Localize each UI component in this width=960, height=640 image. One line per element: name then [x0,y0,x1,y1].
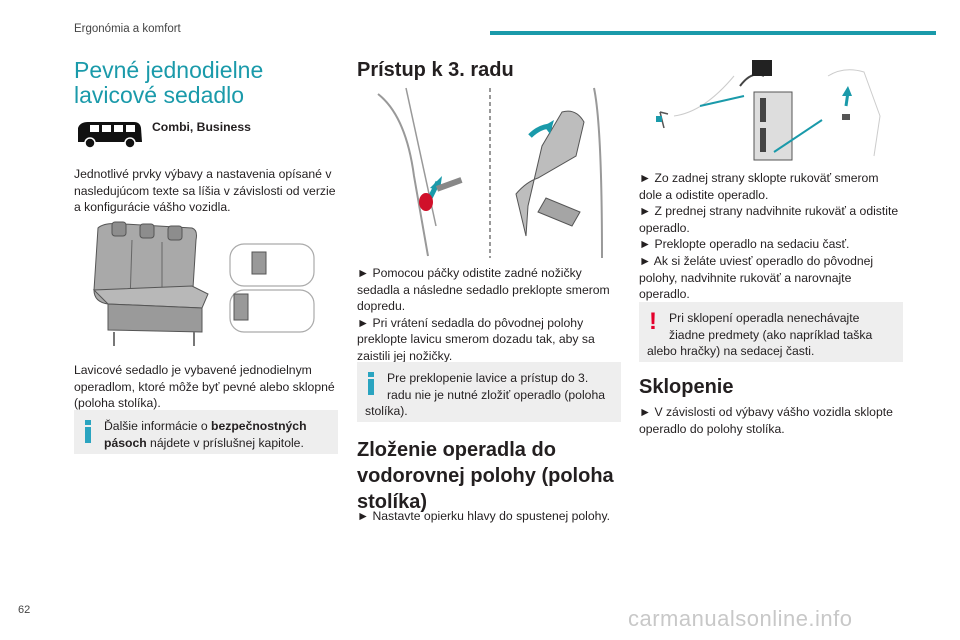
folding-step: ► V závislosti od výbavy vášho vozidla s… [639,405,893,436]
bench-seat-illustration [92,221,315,346]
column-1: Pevné jednodielne lavicové sedadlo [74,58,338,108]
section-title-folding: Sklopenie [639,376,734,398]
headrest-step: ► Nastavte opierku hlavy do spustenej po… [357,509,611,523]
page-number: 62 [18,604,31,616]
versions-label: Combi, Business [152,120,251,134]
section-title-3rd-row-access: Prístup k 3. radu [357,59,514,81]
van-icon [78,122,142,149]
info-note-fold: Pre preklopenie lavice a prístup do 3. r… [357,362,621,422]
info-note-seatbelts: Ďalšie informácie o bezpečnostných pásoc… [74,410,338,454]
backrest-fold-illustration [656,60,881,161]
section-title-fixed-bench: Pevné jednodielne lavicové sedadlo [74,57,264,108]
info-icon [367,372,375,396]
section-header: Ergonómia a komfort [74,23,181,35]
warning-note-objects: ! Pri sklopení operadla nenechávajte žia… [639,302,903,362]
bench-description: Lavicové sedadlo je vybavené jednodielny… [74,363,335,411]
version-row: Combi, Business [74,116,338,156]
watermark: carmanualsonline.info [628,606,853,631]
section-title-table-position: Zloženie operadla do vodorovnej polohy (… [357,439,614,513]
column-2: Prístup k 3. radu [357,58,621,82]
access-steps: ► Pomocou páčky odistite zadné nožičky s… [357,266,610,363]
warning-icon: ! [649,308,657,335]
seat-tilt-illustration [377,87,603,259]
fold-steps: ► Zo zadnej strany sklopte rukoväť smero… [639,171,899,302]
info-icon [84,420,92,444]
intro-paragraph: Jednotlivé prvky výbavy a nastavenia opí… [74,167,336,215]
header-accent-bar [490,31,936,35]
